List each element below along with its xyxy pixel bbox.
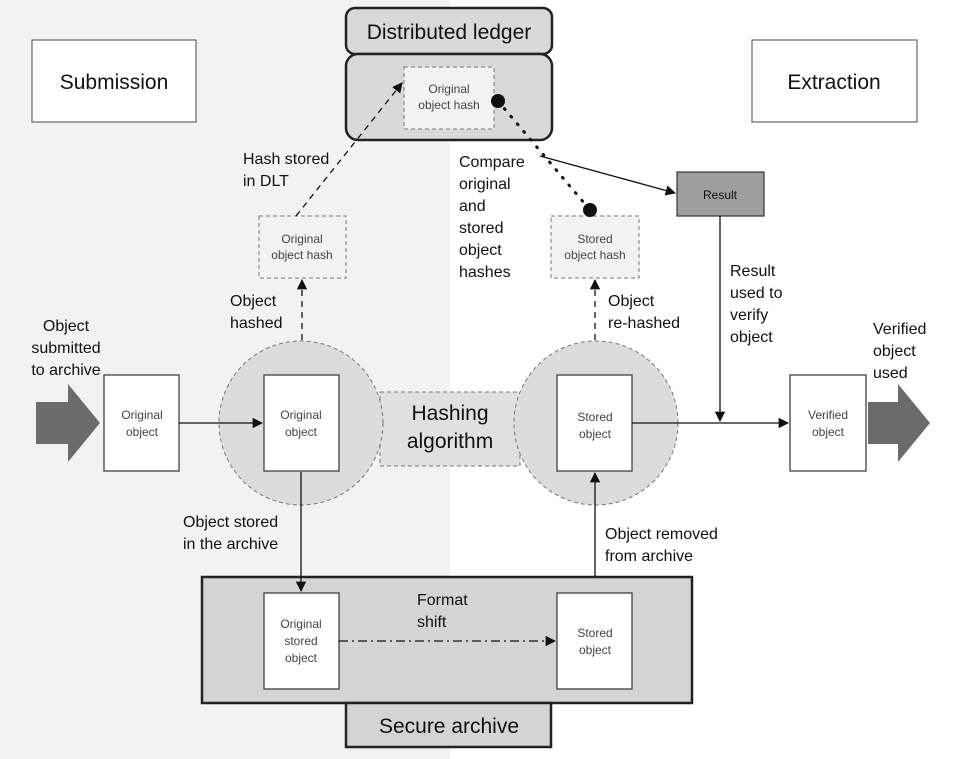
format-shift-line-2: shift [417, 614, 447, 631]
label-object-rehashed-1: Object [608, 293, 655, 310]
ledger-hash-box [403, 66, 495, 130]
arrow-compare-to-result [539, 155, 677, 196]
verified-object [789, 374, 867, 472]
archive-stored-line-2: object [579, 643, 612, 657]
label-object-rehashed-2: re-hashed [608, 315, 680, 332]
original-hash-box [258, 215, 347, 279]
label-result-used-4: object [730, 329, 773, 346]
label-hash-stored-1: Hash stored [243, 151, 329, 168]
original-hash-line-2: object hash [271, 248, 332, 262]
label-verified-used-2: object [873, 343, 916, 360]
original-stored-line-2: stored [284, 634, 317, 648]
extraction-title: Extraction [787, 71, 880, 94]
label-verified-used-3: used [873, 365, 908, 382]
verified-object-line-1: Verified [808, 408, 848, 422]
label-verified-used-1: Verified [873, 321, 926, 338]
label-compare-1: Compare [459, 154, 525, 171]
ledger-hash-line-1: Original [428, 82, 469, 96]
submission-title: Submission [60, 71, 169, 94]
label-object-hashed-2: hashed [230, 315, 283, 332]
original-object [103, 374, 180, 472]
label-object-removed-2: from archive [605, 548, 693, 565]
archive-stored-object [556, 592, 633, 690]
label-compare-5: object [459, 242, 502, 259]
secure-archive-title-box [344, 701, 553, 749]
result-label: Result [703, 188, 738, 202]
hashing-stored-object-line-2: object [579, 427, 612, 441]
original-stored-line-3: object [285, 651, 318, 665]
input-block-arrow [36, 384, 100, 462]
stored-hash-line-1: Stored [577, 232, 612, 246]
hashing-original-object [263, 374, 340, 472]
verified-object-line-2: object [812, 425, 845, 439]
label-compare-3: and [459, 198, 486, 215]
archive-stored-line-1: Stored [577, 626, 612, 640]
label-result-used-1: Result [730, 263, 776, 280]
original-object-line-1: Original [121, 408, 162, 422]
label-result-used-3: verify [730, 307, 768, 324]
format-shift-line-1: Format [417, 592, 468, 609]
label-compare-2: original [459, 176, 511, 193]
label-object-submitted-1: Object [43, 318, 90, 335]
original-hash-line-1: Original [281, 232, 322, 246]
submission-box [31, 39, 197, 123]
label-hash-stored-2: in DLT [243, 173, 289, 190]
secure-archive-title: Secure archive [379, 715, 519, 738]
label-result-used-2: used to [730, 285, 783, 302]
original-stored-object [263, 592, 340, 690]
extraction-box [751, 39, 918, 123]
original-stored-line-1: Original [280, 617, 321, 631]
label-object-stored-archive-1: Object stored [183, 514, 278, 531]
hashing-original-object-line-2: object [285, 425, 318, 439]
label-compare-4: stored [459, 220, 503, 237]
label-object-hashed-1: Object [230, 293, 277, 310]
hashing-label-line-2: algorithm [407, 430, 493, 453]
original-object-line-2: object [126, 425, 159, 439]
hashing-stored-object-line-1: Stored [577, 410, 612, 424]
result-box [676, 171, 765, 217]
stored-hash-line-2: object hash [564, 248, 625, 262]
stored-hash-box [550, 215, 640, 279]
label-object-submitted-2: submitted [31, 340, 100, 357]
compare-dot-bottom [583, 203, 597, 217]
ledger-hash-line-2: object hash [418, 98, 479, 112]
compare-dotted-line [496, 99, 592, 212]
label-compare-6: hashes [459, 264, 511, 281]
label-object-removed-1: Object removed [605, 526, 718, 543]
hashing-algorithm-box [379, 391, 521, 467]
label-object-stored-archive-2: in the archive [183, 536, 278, 553]
hashing-original-object-line-1: Original [280, 408, 321, 422]
output-block-arrow [868, 384, 930, 462]
distributed-ledger-title: Distributed ledger [367, 21, 532, 44]
label-object-submitted-3: to archive [31, 362, 100, 379]
hashing-label-line-1: Hashing [411, 402, 488, 425]
